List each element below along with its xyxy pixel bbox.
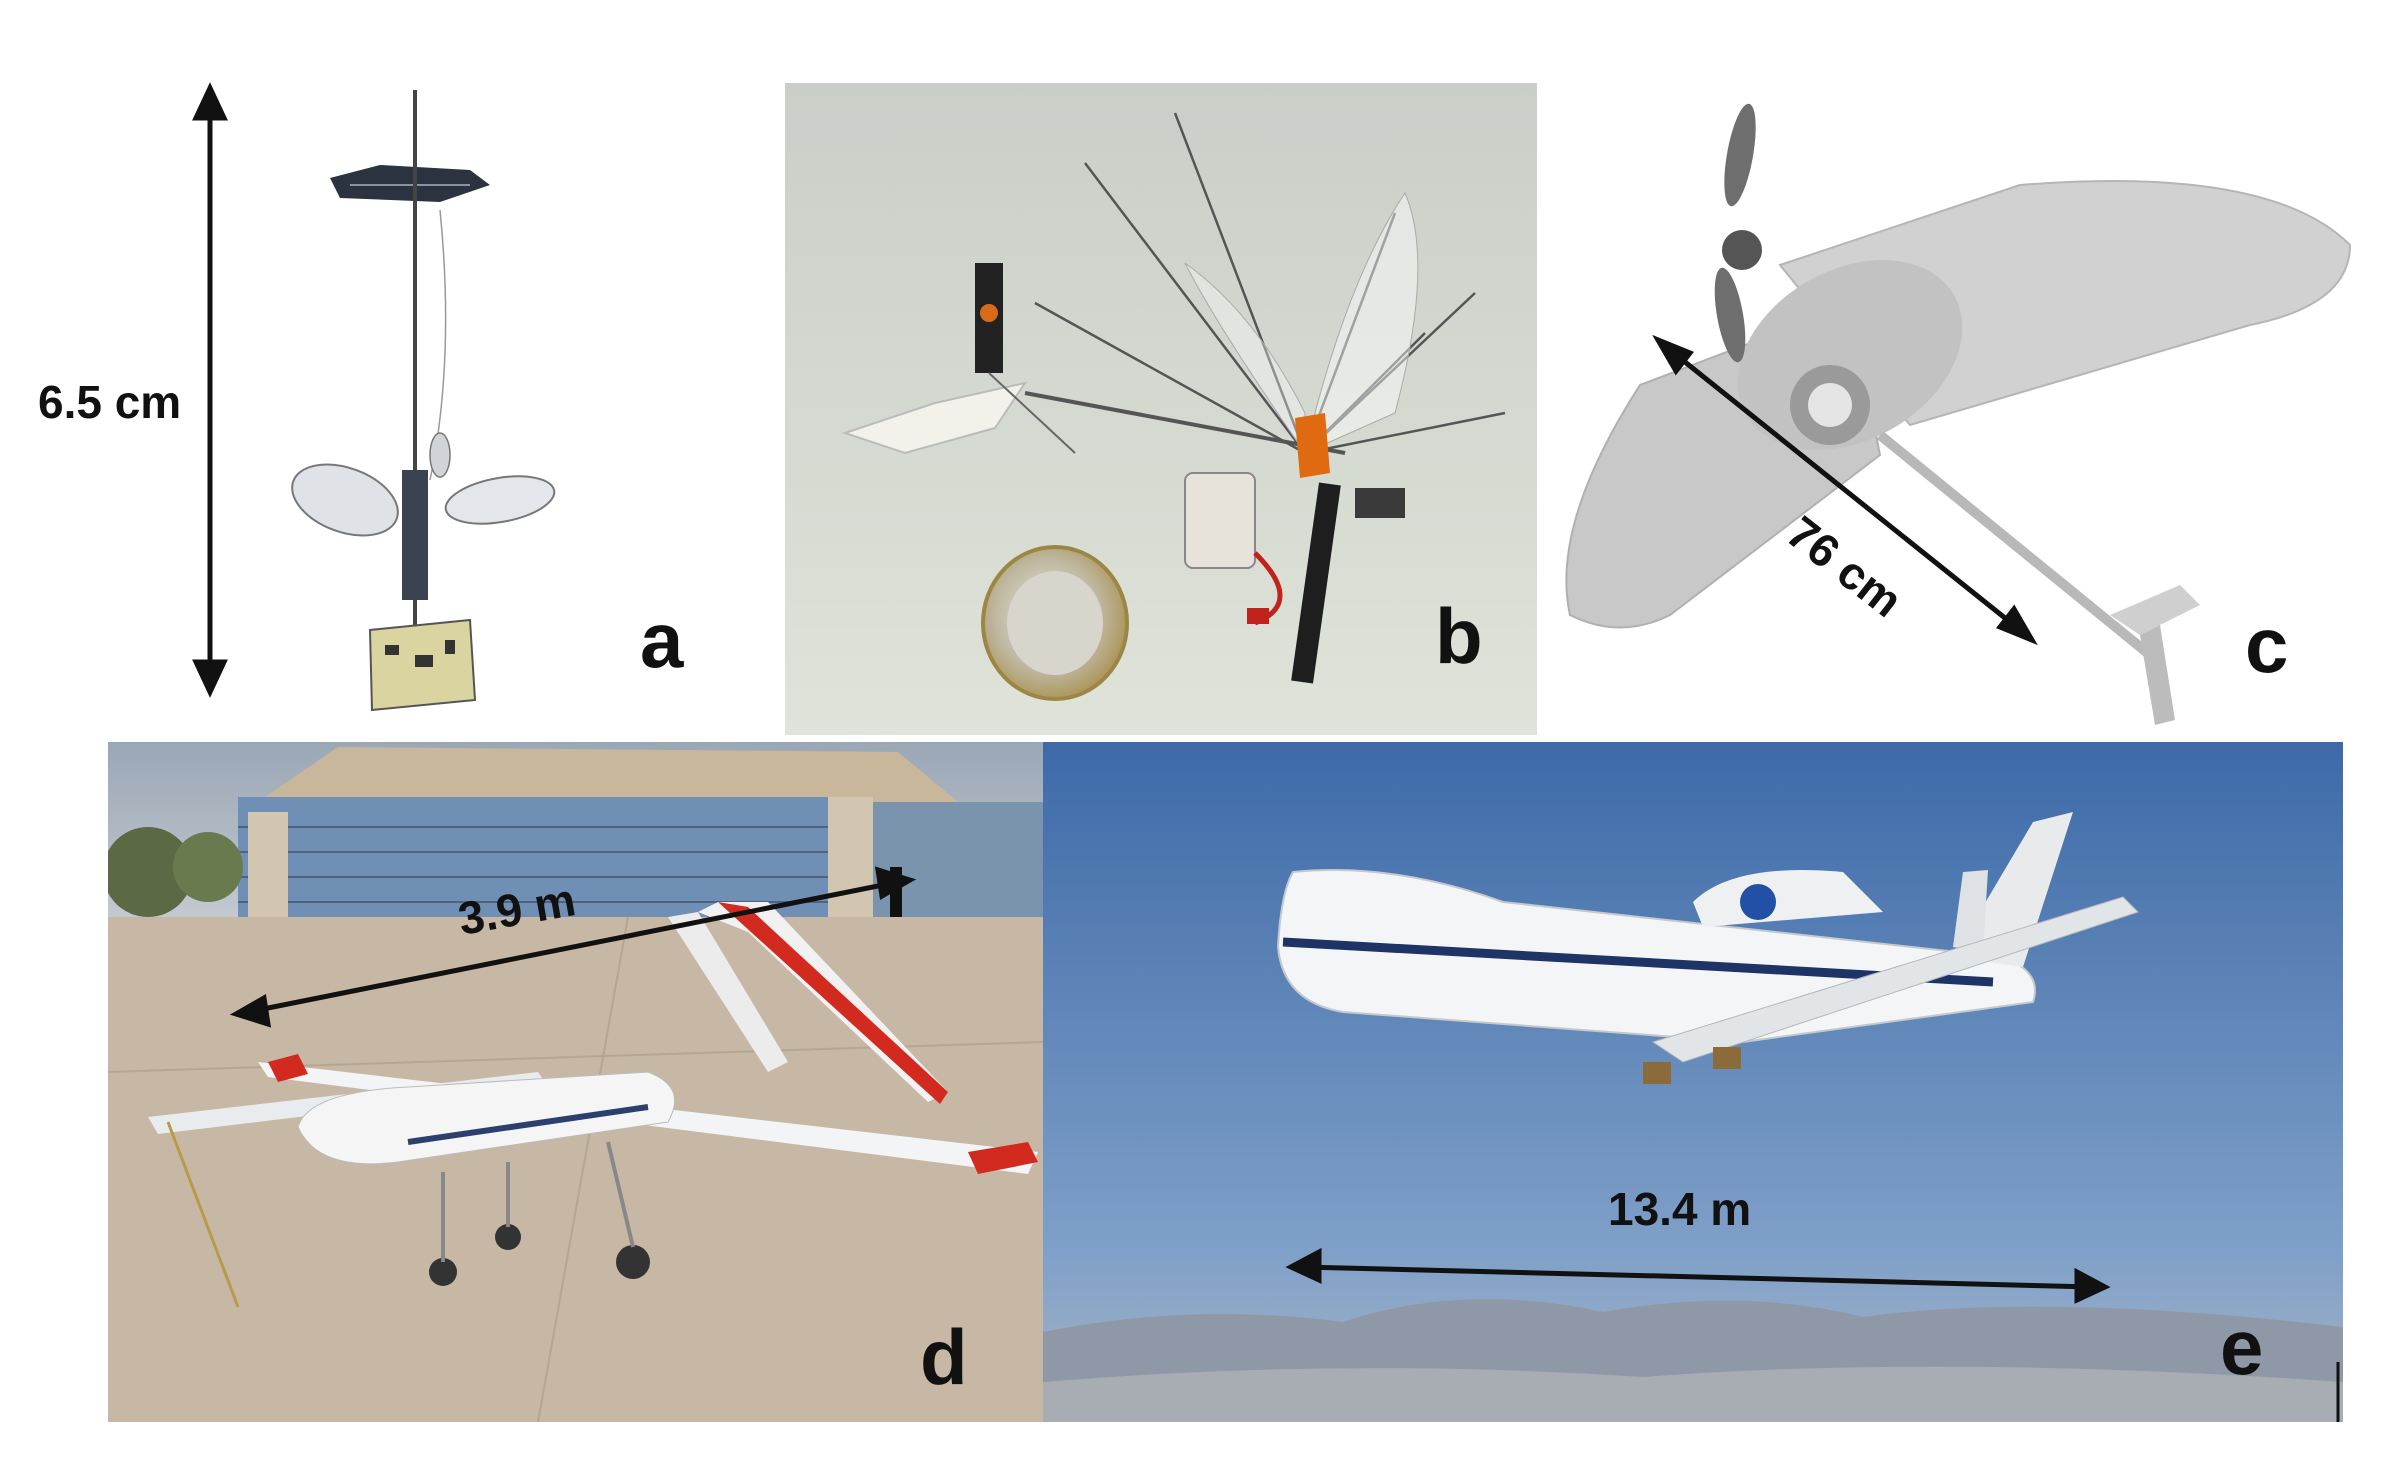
panel-letter-d: d [920,1313,968,1401]
wingspan-arrow-e [1285,1247,2111,1304]
pioneer-uav-image [108,742,1043,1422]
panel-letter-b: b [1435,592,1483,680]
panel-c: 76 cm c [1550,95,2394,745]
span-arrow [1652,334,2038,646]
panel-d: 3.9 m d [108,742,1043,1422]
panel-b: b [785,83,1537,735]
global-hawk-image [1043,742,2343,1422]
panel-a: 6.5 cm a [0,60,740,720]
panel-e: 13.4 m e [1043,742,2343,1422]
height-measurement-label: 6.5 cm [38,376,182,428]
panel-letter-e: e [2220,1303,2264,1391]
delfly-image [785,83,1537,735]
wingspan-measurement-label-e: 13.4 m [1608,1183,1752,1235]
panel-letter-a: a [640,596,684,684]
panel-letter-c: c [2245,601,2289,689]
robobee-image [192,82,556,712]
flying-wing-drone-image [1565,103,2352,725]
height-arrow [192,82,228,698]
